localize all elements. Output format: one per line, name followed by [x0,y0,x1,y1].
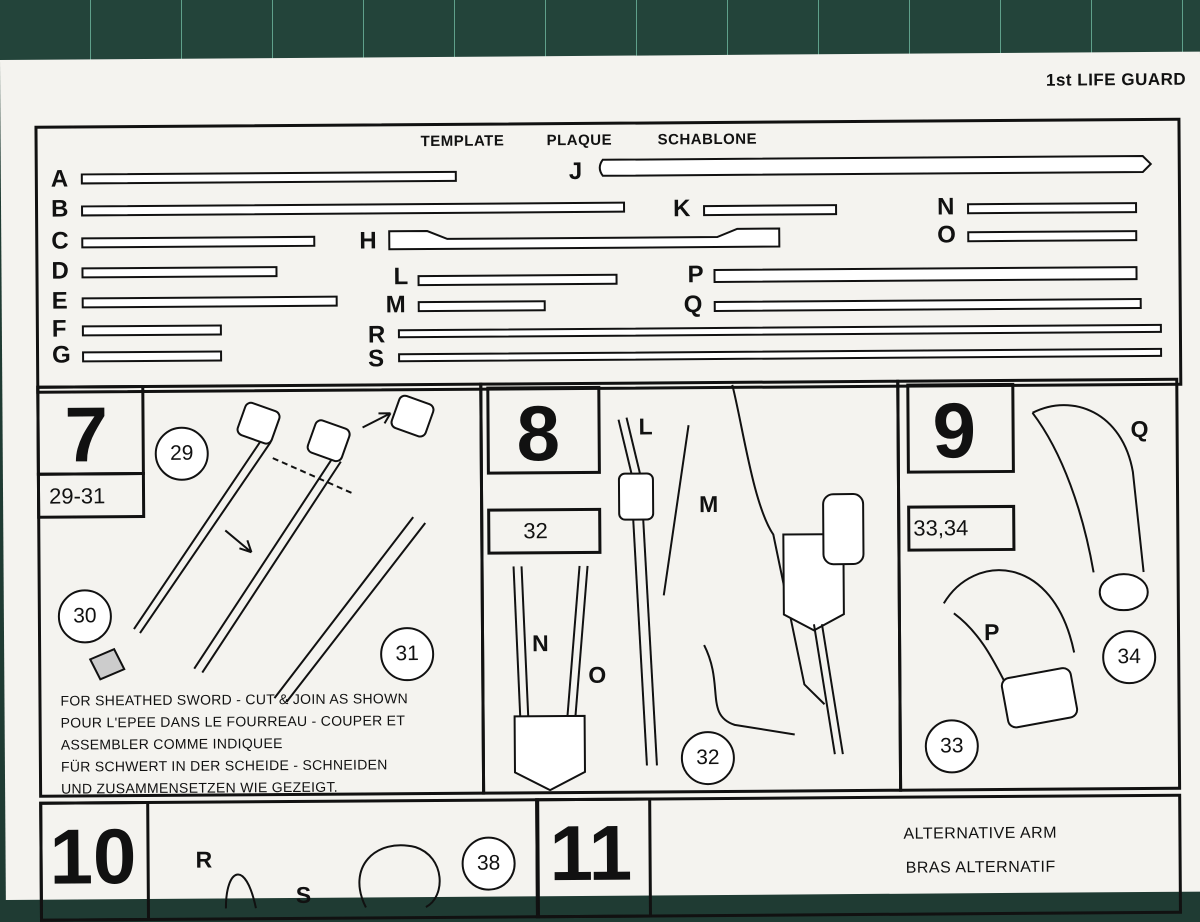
template-letter-a: A [50,165,69,193]
note-line-en: FOR SHEATHED SWORD - CUT & JOIN AS SHOWN [60,690,409,709]
template-strip-p [713,266,1138,284]
template-strip-e [81,295,338,309]
plume-illustration [224,844,441,909]
label-m: M [699,490,719,518]
label-n: N [531,630,549,657]
callout-29: 29 [154,426,209,481]
note-line-de-2: UND ZUSAMMENSETZEN WIE GEZEIGT. [61,778,339,797]
step-10-number: 10 [49,812,137,901]
template-letter-g: G [51,341,71,369]
step-7-number: 7 [64,390,109,479]
sword-assembly-illustration [133,394,435,703]
template-letter-o: O [937,221,957,249]
callout-32: 32 [680,730,736,786]
template-letter-n: N [936,193,955,221]
step-11-number: 11 [549,808,633,898]
template-strip-k [703,204,838,217]
alternative-arm-label-en: ALTERNATIVE ARM [903,824,1058,843]
note-line-fr-2: ASSEMBLER COMME INDIQUEE [60,735,283,753]
callout-31: 31 [379,626,435,682]
label-p: P [983,619,1000,646]
template-letter-q: Q [683,291,703,319]
template-strip-d [81,266,278,279]
template-strip-c [81,235,316,249]
step-7-parts: 29-31 [48,483,106,509]
template-strip-g [82,350,223,363]
callout-34: 34 [1102,629,1157,685]
template-strip-l [417,273,618,287]
callout-33: 33 [924,719,980,774]
label-l: L [638,413,653,440]
template-letter-p: P [687,261,704,289]
template-title-en: TEMPLATE [420,132,505,151]
template-letter-c: C [51,227,69,255]
template-letter-j: J [568,157,583,186]
template-strip-m [417,300,546,313]
template-letter-f: F [51,315,67,343]
template-strip-o [967,230,1138,243]
label-o: O [588,661,607,688]
template-letter-e: E [51,287,68,315]
template-letter-b: B [50,195,69,223]
instruction-sheet: 1st LIFE GUARD TEMPLATE PLAQUE SCHABLONE… [0,51,1200,922]
template-letter-l: L [393,263,409,291]
template-title-fr: PLAQUE [546,131,613,150]
template-strip-n [967,202,1138,215]
belt-and-sword-illustration [512,384,865,792]
sheathed-sword-note: FOR SHEATHED SWORD - CUT & JOIN AS SHOWN… [60,687,408,799]
template-letter-h: H [359,227,377,255]
label-q: Q [1130,415,1149,443]
callout-38: 38 [461,836,516,891]
template-strip-h [388,227,781,251]
sheet-title: 1st LIFE GUARD [1045,69,1187,90]
template-letter-r: R [367,321,386,349]
template-title-de: SCHABLONE [657,130,758,149]
note-line-de-1: FÜR SCHWERT IN DER SCHEIDE - SCHNEIDEN [60,756,388,775]
template-letter-d: D [51,257,69,285]
callout-30: 30 [57,589,113,644]
template-letter-s: S [368,345,385,373]
template-letter-k: K [672,195,691,223]
pouch-and-strap-illustration [942,404,1149,729]
template-letter-m: M [385,291,406,319]
template-strip-f [81,324,222,337]
alternative-arm-label-fr: BRAS ALTERNATIF [905,858,1056,877]
template-strip-j [598,155,1153,177]
cut-piece-diagram [88,647,126,681]
note-line-fr-1: POUR L'EPEE DANS LE FOURREAU - COUPER ET [60,712,406,731]
